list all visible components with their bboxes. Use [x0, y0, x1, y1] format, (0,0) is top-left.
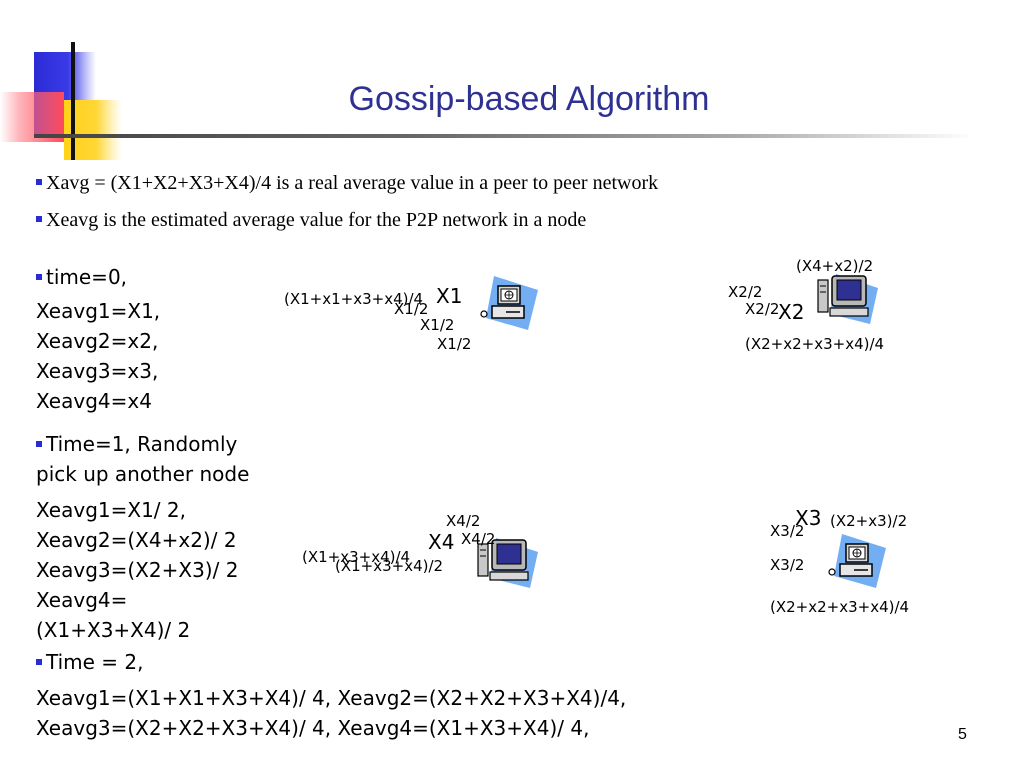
- time2-heading: Time = 2,: [36, 647, 626, 677]
- time2-line: Xeavg1=(X1+X1+X3+X4)/ 4, Xeavg2=(X2+X2+X…: [36, 686, 627, 710]
- node-x2-name: X2: [778, 300, 805, 324]
- bullet-square-icon: [36, 440, 42, 447]
- desktop-computer-icon: [817, 274, 878, 324]
- node-x3-half-label: X3/2: [770, 522, 805, 540]
- decor-title-underline: [34, 134, 974, 138]
- time1-heading: Time=1, Randomly: [36, 429, 249, 459]
- node-x3-name: X3: [795, 506, 822, 530]
- node-x4-half-label: X4/2: [446, 512, 481, 530]
- time0-line: Xeavg1=X1,: [36, 299, 161, 323]
- node-x4-sum-label: (X1+x3+x4)/4: [302, 548, 411, 566]
- time1-line: Xeavg3=(X2+X3)/ 2: [36, 558, 239, 582]
- node-x4-sum-label: (X1+x3+x4)/2: [335, 557, 444, 575]
- bullet-xavg-text: Xavg = (X1+X2+X3+X4)/4 is a real average…: [46, 172, 659, 194]
- bullet-square-icon: [36, 273, 42, 280]
- time1-line: Xeavg1=X1/ 2,: [36, 498, 186, 522]
- time1-line: Xeavg4=: [36, 588, 128, 612]
- time2-line: Xeavg3=(X2+X2+X3+X4)/ 4, Xeavg4=(X1+X3+X…: [36, 716, 590, 740]
- bullet-square-icon: [36, 216, 42, 223]
- time1-block: Time=1, Randomly pick up another node Xe…: [36, 429, 249, 645]
- node-x3-half-label: X3/2: [770, 556, 805, 574]
- time0-heading: time=0,: [36, 262, 160, 292]
- time2-block: Time = 2, Xeavg1=(X1+X1+X3+X4)/ 4, Xeavg…: [36, 647, 626, 743]
- time1-line: Xeavg2=(X4+x2)/ 2: [36, 528, 237, 552]
- laptop-computer-icon: [828, 534, 886, 588]
- page-number: 5: [958, 726, 967, 743]
- node-x4-name: X4: [428, 530, 455, 554]
- bullet-xeavg: Xeavg is the estimated average value for…: [36, 209, 586, 232]
- decor-vertical-line: [71, 42, 75, 160]
- node-x1-half-label: X1/2: [437, 335, 472, 353]
- time1-heading-cont: pick up another node: [36, 462, 250, 486]
- time0-line: Xeavg2=x2,: [36, 329, 159, 353]
- node-x1-half-label: X1/2: [394, 300, 429, 318]
- node-x3-sum-label: (X2+x2+x3+x4)/4: [770, 598, 910, 616]
- time0-block: time=0, Xeavg1=X1, Xeavg2=x2, Xeavg3=x3,…: [36, 262, 160, 416]
- decor-red-square: [0, 92, 64, 142]
- node-x2-top-label: (X4+x2)/2: [796, 257, 874, 275]
- time1-line: (X1+X3+X4)/ 2: [36, 618, 191, 642]
- node-x1-name: X1: [436, 284, 463, 308]
- node-x1-sum-label: (X1+x1+x3+x4)/4: [284, 290, 424, 308]
- time0-line: Xeavg4=x4: [36, 389, 152, 413]
- bullet-square-icon: [36, 658, 42, 665]
- desktop-computer-icon: [477, 538, 538, 588]
- node-x2-half-label: X2/2: [745, 300, 780, 318]
- laptop-computer-icon: [480, 276, 538, 330]
- node-x4-half-label: X4/2: [461, 530, 496, 548]
- node-x1-half-label: X1/2: [420, 316, 455, 334]
- time0-line: Xeavg3=x3,: [36, 359, 159, 383]
- bullet-square-icon: [36, 179, 42, 186]
- bullet-xavg: Xavg = (X1+X2+X3+X4)/4 is a real average…: [36, 172, 658, 195]
- node-x2-half-label: X2/2: [728, 283, 763, 301]
- node-x2-sum-label: (X2+x2+x3+x4)/4: [745, 335, 885, 353]
- slide-title: Gossip-based Algorithm: [348, 80, 710, 118]
- node-x3-top-label: (X2+x3)/2: [830, 512, 908, 530]
- bullet-xeavg-text: Xeavg is the estimated average value for…: [46, 209, 587, 231]
